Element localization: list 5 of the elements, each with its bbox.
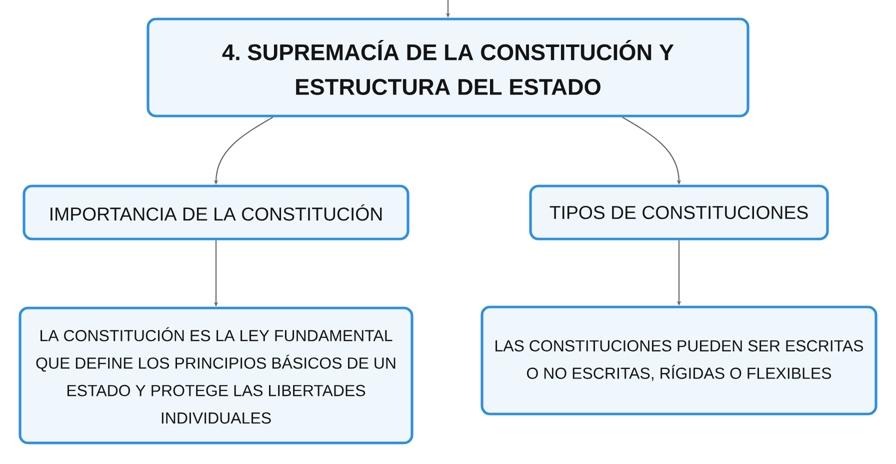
topic-box: 4. SUPREMACÍA DE LA CONSTITUCIÓN Y ESTRUCTURA DEL ESTADO <box>146 18 750 118</box>
subtopic-box: TIPOS DE CONSTITUCIONES <box>529 184 829 240</box>
description-box: LAS CONSTITUCIONES PUEDEN SER ESCRITAS O NO ESCRITAS, RÍGIDAS O FLEXIBLES <box>480 306 878 416</box>
description-box: LA CONSTITUCIÓN ES LA LEY FUNDAMENTAL QUE DEFINE LOS PRINCIPIOS BÁSICOS DE UN ESTADO Y PROTEGE LAS LIBERTADES INDIVIDUALES <box>18 306 414 444</box>
subtopic-box: IMPORTANCIA DE LA CONSTITUCIÓN <box>22 184 410 240</box>
